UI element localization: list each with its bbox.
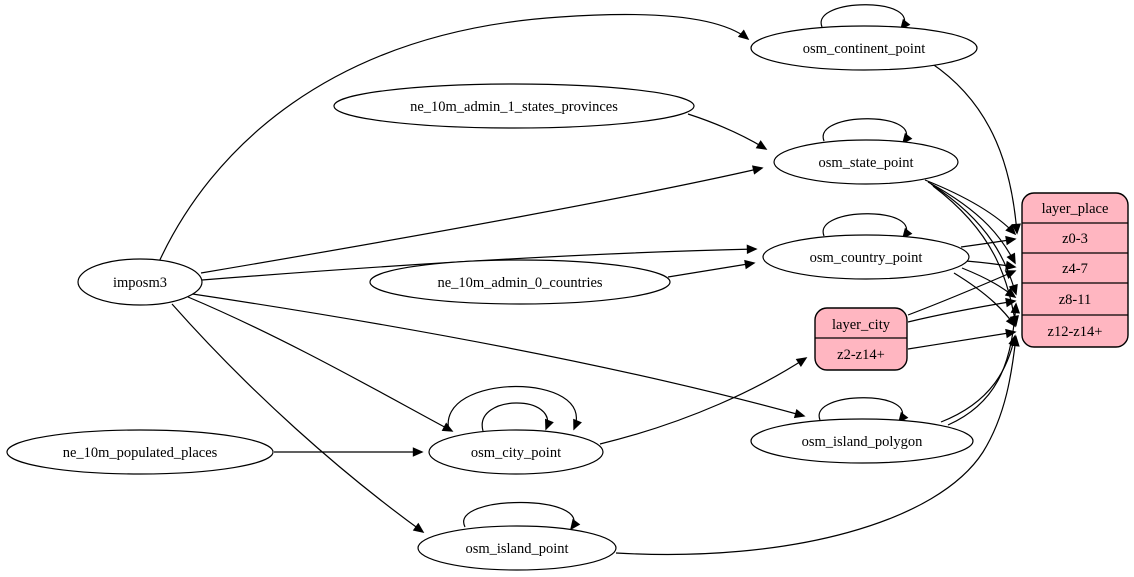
selfloop-inner-osm_city_point [481, 402, 554, 432]
node-osm-island-polygon: osm_island_polygon [750, 418, 974, 464]
node-label-ne-10m-admin-0-countries: ne_10m_admin_0_countries [437, 275, 602, 291]
node-label-ne-10m-admin-1-states-provinces: ne_10m_admin_1_states_provinces [410, 99, 618, 115]
node-label-ne-10m-populated-places: ne_10m_populated_places [63, 445, 218, 461]
edge-osm_country_point-z0-3 [960, 235, 1017, 248]
edge-ne_10m_admin_1_states_provinces-osm_state_point [687, 113, 768, 150]
edge-osm_country_point-z4-7 [965, 260, 1017, 271]
edge-ne_10m_admin_0_countries-osm_country_point [667, 259, 756, 278]
record-row-layer-city-z2-z14: z2-z14+ [837, 347, 885, 363]
node-label-osm-city-point: osm_city_point [471, 445, 561, 461]
node-label-osm-continent-point: osm_continent_point [803, 41, 925, 57]
selfloop-osm_state_point [822, 118, 913, 145]
selfloop-outer-osm_city_point [447, 386, 582, 432]
node-osm-city-point: osm_city_point [428, 429, 604, 475]
edge-imposm3-osm_city_point [187, 296, 454, 432]
edge-osm_island_polygon-z12-z14 [940, 334, 1018, 423]
edge-osm_city_point-layer_city [599, 357, 808, 445]
node-label-osm-island-point: osm_island_point [465, 541, 568, 557]
edge-osm_state_point-z0-3 [924, 179, 1017, 236]
node-osm-state-point: osm_state_point [773, 139, 959, 185]
edge-layer_city-z8-11 [907, 297, 1017, 323]
edge-osm_island_point-z12-z14 [615, 335, 1020, 556]
edge-layer_city-z4-7 [907, 270, 1017, 316]
edge-imposm3-osm_country_point [201, 244, 758, 281]
edge-imposm3-osm_island_point [171, 303, 425, 533]
edge-osm_state_point-z4-7 [927, 181, 1016, 265]
edge-osm_state_point-z8-11 [930, 183, 1018, 296]
edge-imposm3-osm_state_point [200, 165, 764, 274]
node-label-osm-state-point: osm_state_point [818, 155, 913, 171]
edge-imposm3-osm_island_polygon [185, 292, 806, 419]
record-row-layer-place-z12-z14: z12-z14+ [1048, 324, 1103, 340]
record-title-layer-place: layer_place [1042, 201, 1109, 217]
selfloop-osm_island_polygon [818, 397, 909, 424]
edge-osm_continent_point-z0-3 [930, 62, 1021, 235]
node-ne-10m-admin-0-countries: ne_10m_admin_0_countries [369, 259, 671, 305]
node-label-osm-country-point: osm_country_point [810, 250, 923, 266]
record-row-layer-place-z4-7: z4-7 [1062, 261, 1088, 277]
node-osm-country-point: osm_country_point [762, 234, 970, 280]
edge-layer_city-z12-z14 [907, 328, 1017, 350]
node-label-osm-island-polygon: osm_island_polygon [802, 434, 924, 450]
edge-osm_country_point-z8-11 [961, 267, 1017, 298]
edge-imposm3-osm_continent_point [157, 13, 750, 265]
record-row-layer-place-z8-11: z8-11 [1059, 292, 1091, 308]
edge-layer [157, 4, 1021, 556]
selfloop-osm_continent_point [820, 4, 911, 31]
selfloop-osm_country_point [822, 213, 913, 240]
record-layer-city: layer_city z2-z14+ [814, 307, 908, 371]
node-ne-10m-admin-1-states-provinces: ne_10m_admin_1_states_provinces [333, 83, 695, 129]
node-imposm3: imposm3 [77, 258, 203, 306]
node-ne-10m-populated-places: ne_10m_populated_places [6, 429, 274, 475]
node-osm-island-point: osm_island_point [417, 525, 617, 571]
node-osm-continent-point: osm_continent_point [750, 25, 978, 71]
record-layer-place: layer_place z0-3 z4-7 z8-11 z12-z14+ [1021, 192, 1129, 348]
record-title-layer-city: layer_city [832, 317, 891, 333]
node-label-imposm3: imposm3 [113, 275, 167, 291]
edge-osm_country_point-z12-z14 [953, 272, 1016, 328]
selfloop-osm_island_point [463, 501, 581, 531]
record-row-layer-place-z0-3: z0-3 [1062, 231, 1088, 247]
